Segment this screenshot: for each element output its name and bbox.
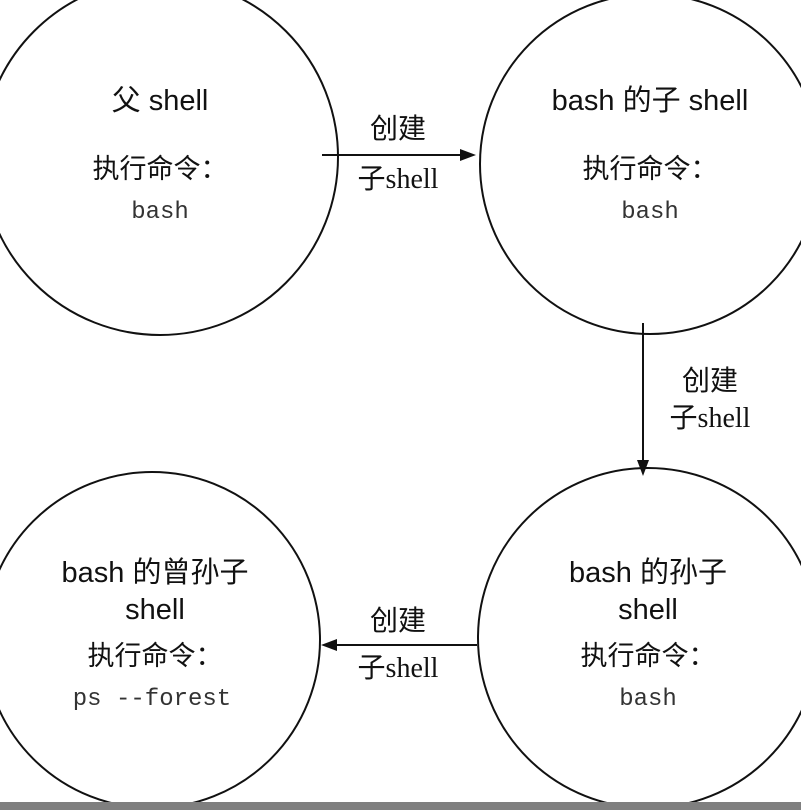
node-child: bash 的子 shell 执行命令： bash xyxy=(479,0,801,335)
node-command: bash xyxy=(621,199,679,226)
node-circle xyxy=(0,471,321,809)
node-title: bash 的子 shell xyxy=(552,84,749,117)
arrow-head-icon xyxy=(321,639,337,651)
node-circle xyxy=(0,0,339,336)
edge-parent-to-child: 创建 子shell xyxy=(322,113,476,195)
edge-child-to-grandchild: 创建 子shell xyxy=(637,323,751,476)
node-command-label: 执行命令： xyxy=(93,154,228,185)
edge-grandchild-to-great-grandchild: 创建 子shell xyxy=(321,605,477,684)
node-grandchild: bash 的孙子 shell 执行命令： bash xyxy=(477,467,801,809)
node-parent: 父 shell 执行命令： bash xyxy=(0,0,339,336)
node-great-grandchild: bash 的曾孙子 shell 执行命令： ps --forest xyxy=(0,471,321,809)
edge-label-line-2: 子shell xyxy=(670,403,751,434)
edge-label-line-2: 子shell xyxy=(358,164,439,195)
edge-label: 创建 xyxy=(370,605,426,637)
node-title-line-2: shell xyxy=(125,594,185,626)
node-circle xyxy=(479,0,801,335)
node-command-label: 执行命令： xyxy=(581,641,716,672)
node-title: 父 shell xyxy=(112,85,209,117)
node-title-line-2: shell xyxy=(618,594,678,626)
arrow-head-icon xyxy=(637,460,649,476)
node-command-label: 执行命令： xyxy=(583,154,718,185)
edge-label-line-2: 子shell xyxy=(358,653,439,684)
arrow-head-icon xyxy=(460,149,476,161)
edge-label: 创建 xyxy=(370,113,426,145)
node-title: bash 的孙子 xyxy=(569,556,727,589)
node-title: bash 的曾孙子 xyxy=(62,556,249,589)
node-command: bash xyxy=(131,199,189,226)
node-command-label: 执行命令： xyxy=(88,641,223,672)
edge-label: 创建 xyxy=(682,365,738,397)
node-command: ps --forest xyxy=(73,686,231,713)
node-command: bash xyxy=(619,686,677,713)
node-circle xyxy=(477,467,801,809)
bottom-divider xyxy=(0,802,801,810)
